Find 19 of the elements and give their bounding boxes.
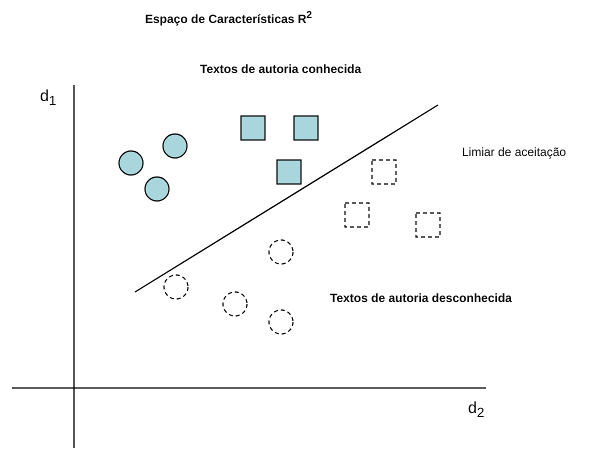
axis-label: d$_{1}$ (40, 88, 56, 108)
dashed-square-marker (415, 212, 441, 238)
line-label: Limiar de aceitação (462, 145, 566, 159)
square-marker (240, 115, 266, 141)
group-heading: Textos de autoria conhecida (200, 62, 362, 76)
title: Espaço de Características R$^{2}$ (145, 10, 312, 26)
circle-marker (144, 176, 170, 202)
circle-marker (118, 150, 144, 176)
dashed-square-marker (371, 159, 397, 185)
dashed-circle-marker (222, 291, 248, 317)
dashed-square-marker (344, 202, 370, 228)
axis-label: d$_{2}$ (468, 400, 484, 420)
dashed-circle-marker (268, 239, 294, 265)
dashed-circle-marker (163, 274, 189, 300)
square-marker (276, 159, 302, 185)
square-marker (293, 115, 319, 141)
circle-marker (162, 133, 188, 159)
dashed-circle-marker (268, 309, 294, 335)
group-heading: Textos de autoria desconhecida (330, 291, 512, 305)
